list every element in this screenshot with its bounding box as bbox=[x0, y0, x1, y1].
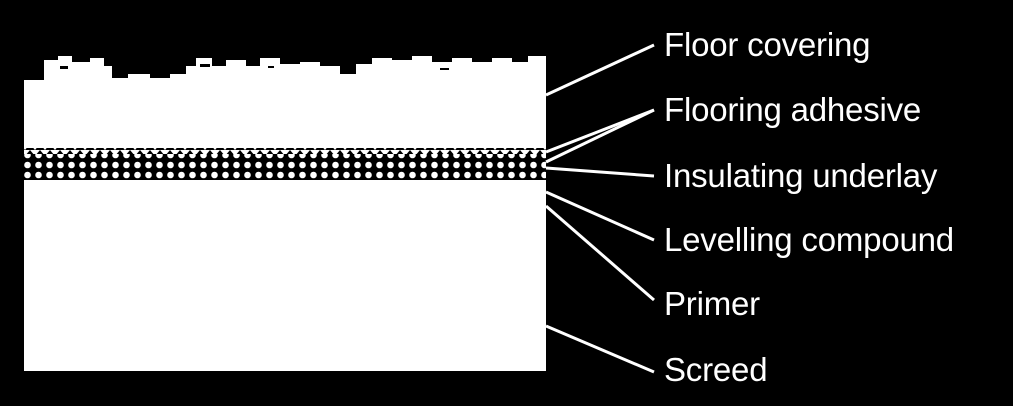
label-levelling-compound: Levelling compound bbox=[664, 221, 954, 258]
leader-line-screed bbox=[545, 324, 655, 374]
texture-gap bbox=[60, 66, 68, 69]
screed-layer bbox=[24, 180, 546, 371]
flooring-adhesive-layer bbox=[24, 148, 546, 154]
leader-line-insulating-underlay bbox=[545, 166, 655, 178]
leader-line-floor-covering bbox=[545, 43, 655, 97]
label-floor-covering: Floor covering bbox=[664, 26, 871, 63]
leader-line-flooring-adhesive-b bbox=[545, 108, 655, 164]
label-flooring-adhesive: Flooring adhesive bbox=[664, 91, 922, 128]
leader-line-levelling-compound bbox=[545, 190, 655, 242]
label-insulating-underlay: Insulating underlay bbox=[664, 157, 938, 194]
leader-line-primer bbox=[545, 204, 655, 302]
floor-covering-layer bbox=[24, 56, 546, 148]
insulating-underlay-layer bbox=[24, 154, 546, 180]
label-screed: Screed bbox=[664, 351, 768, 388]
texture-gap bbox=[268, 66, 274, 68]
leader-line-flooring-adhesive-a bbox=[545, 108, 655, 154]
texture-gap bbox=[200, 64, 210, 67]
label-primer: Primer bbox=[664, 285, 760, 322]
texture-gap bbox=[440, 68, 449, 70]
